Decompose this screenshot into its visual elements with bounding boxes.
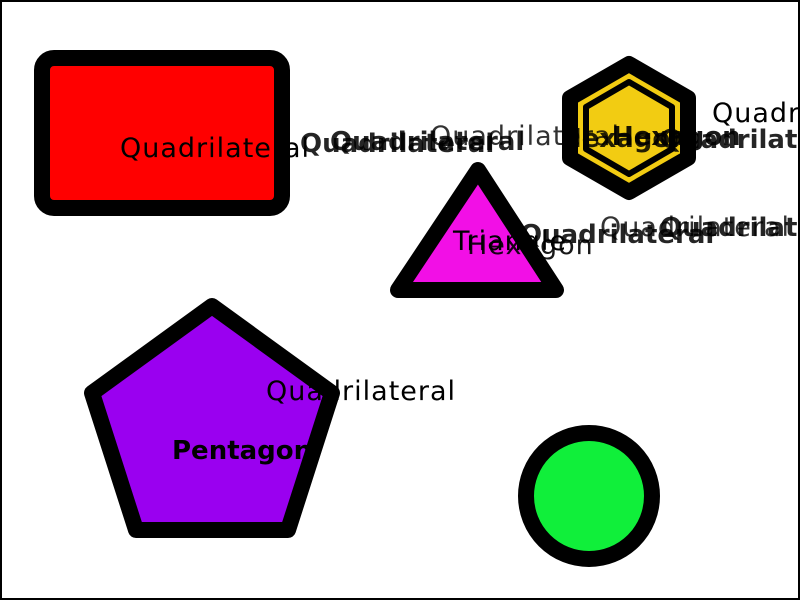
- label-smear-top: Quadrilateral Quadrilateral Quadrilatera…: [300, 98, 800, 159]
- smear-top-7: Quadrilateral: [712, 98, 800, 129]
- smear-top-1: Quadrilateral: [300, 129, 494, 159]
- floating-quadrilateral-label: Quadrilateral: [266, 376, 456, 407]
- triangle-label: Triangle: [452, 226, 567, 257]
- smear-mid-1: Quadrilateral: [520, 220, 714, 250]
- label-smear-mid: Quadrilateral Quadrilateral Quadrilatera…: [520, 212, 800, 250]
- triangle-hexagon-label: Hexagon: [467, 230, 594, 261]
- quadrilateral-label: Quadrilateral: [120, 133, 310, 164]
- smear-top-5: Hexagon: [612, 122, 741, 152]
- pentagon-label: Pentagon: [172, 436, 312, 466]
- smear-top-2: Quadrilateral: [330, 127, 524, 157]
- triangle-shape: [390, 162, 564, 298]
- quadrilateral-shape: [34, 50, 290, 216]
- smear-mid-2: Quadrilateral: [600, 212, 790, 243]
- pentagon-shape: [84, 298, 340, 538]
- circle-shape: [518, 425, 660, 567]
- smear-top-6: Quadrilateral: [660, 125, 800, 155]
- smear-top-3: Quadrilateral: [430, 121, 620, 152]
- smear-mid-3: Quadrilateral: [660, 213, 800, 243]
- hexagon-inner-outline: [583, 79, 675, 177]
- smear-top-4: Hexagon: [560, 124, 689, 154]
